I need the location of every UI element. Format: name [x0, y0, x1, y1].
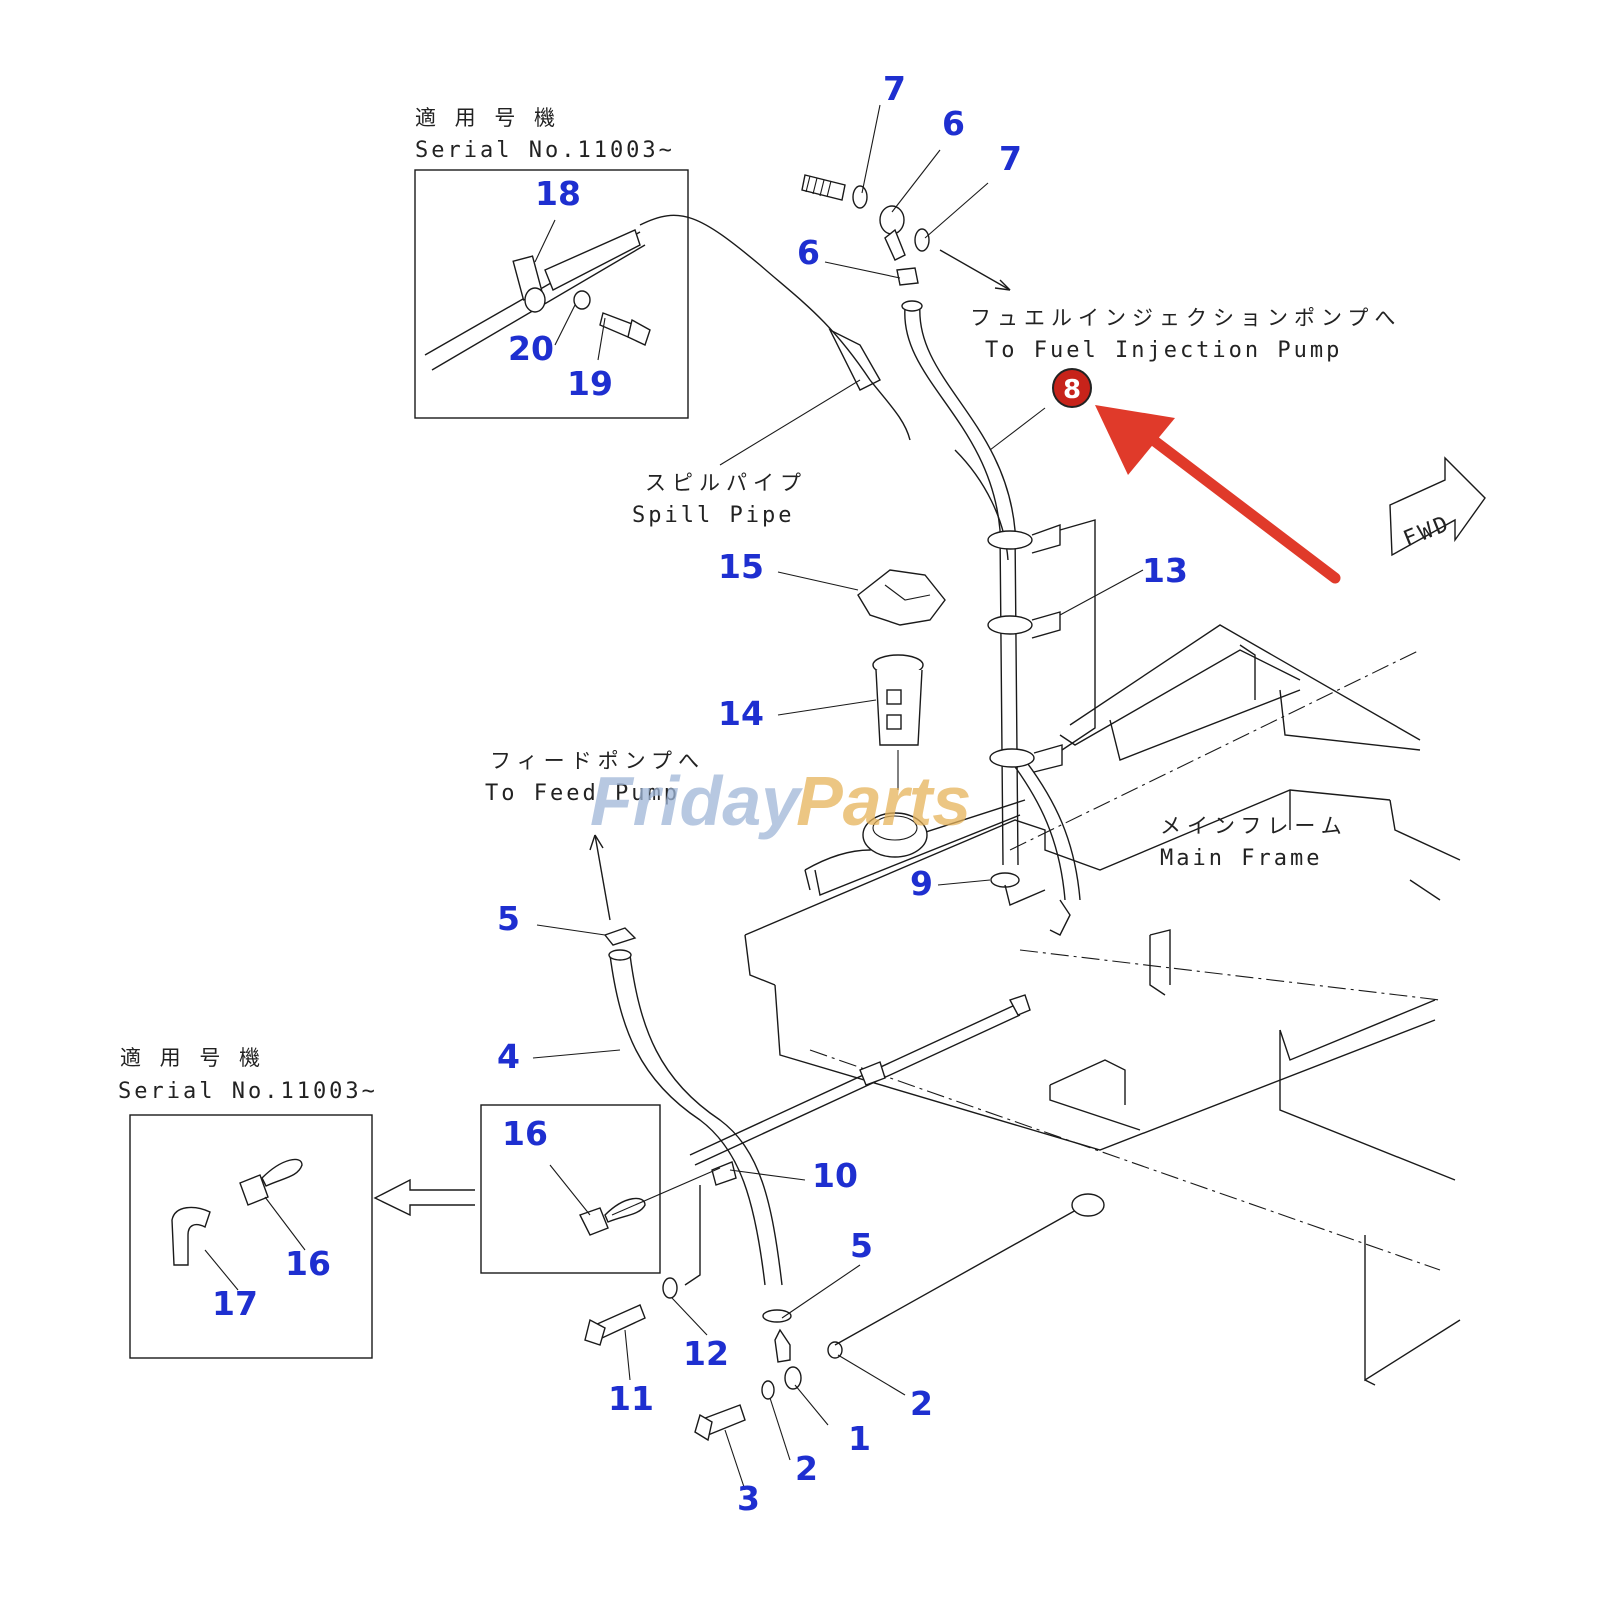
- callout-11: 11: [608, 1379, 654, 1418]
- fuel-pump-jp: フュエルインジェクションポンプへ: [970, 306, 1401, 330]
- callout-16: 16: [502, 1114, 548, 1153]
- callout-19: 19: [567, 364, 613, 403]
- callout-18: 18: [535, 174, 581, 213]
- fuel-pump-fittings: [801, 174, 1011, 291]
- main-frame-jp: メインフレーム: [1160, 814, 1348, 838]
- highlight-label: 8: [1063, 375, 1081, 405]
- drain-line: [584, 994, 1105, 1346]
- fuel-tank-drawing: [804, 799, 1026, 891]
- watermark-part2: Parts: [796, 762, 971, 840]
- callout-7: 7: [883, 69, 906, 108]
- injection-pipes: [901, 300, 1096, 936]
- main-frame-en: Main Frame: [1160, 846, 1322, 871]
- text-labels: 適 用 号 機 Serial No.11003~ フュエルインジェクションポンプ…: [118, 106, 1401, 1104]
- watermark-text: FridayParts: [590, 762, 971, 840]
- serial-title-left: 適 用 号 機: [120, 1046, 266, 1070]
- callout-5: 5: [850, 1226, 873, 1265]
- spill-pipe-en: Spill Pipe: [632, 503, 794, 528]
- callout-5: 5: [497, 899, 520, 938]
- callout-14: 14: [718, 694, 764, 733]
- callout-2: 2: [910, 1384, 933, 1423]
- highlight-badge[interactable]: [1052, 368, 1092, 408]
- callout-12: 12: [683, 1334, 729, 1373]
- callout-numbers: 7 6 7 6 18 20 19 15 13 14 9 5 4 16 10 5 …: [212, 69, 1188, 1518]
- spill-pipe-jp: スピルパイプ: [645, 471, 807, 495]
- callout-6: 6: [942, 104, 965, 143]
- callout-4: 4: [497, 1037, 520, 1076]
- watermark-part1: Friday: [590, 762, 803, 840]
- callout-2: 2: [795, 1449, 818, 1488]
- inset-valve: [480, 1104, 661, 1274]
- callout-20: 20: [508, 329, 554, 368]
- fwd-arrow: FWD: [1389, 456, 1486, 557]
- serial-no-top: Serial No.11003~: [415, 138, 675, 163]
- serial-title-top: 適 用 号 機: [415, 106, 561, 130]
- fwd-label: FWD: [1400, 511, 1455, 552]
- highlight-marker[interactable]: 8: [1052, 368, 1341, 584]
- feed-pump-en: To Feed Pump: [485, 781, 680, 806]
- main-frame-drawing: [744, 624, 1461, 1386]
- callout-9: 9: [910, 864, 933, 903]
- serial-no-left: Serial No.11003~: [118, 1079, 378, 1104]
- callout-10: 10: [812, 1156, 858, 1195]
- callout-6: 6: [797, 233, 820, 272]
- feed-pump-jp: フィードポンプへ: [490, 749, 705, 773]
- filler-cap-and-strainer: [857, 569, 946, 790]
- callout-15: 15: [718, 547, 764, 586]
- callout-3: 3: [737, 1479, 760, 1518]
- inset-serial-left: [129, 1114, 475, 1359]
- watermark: FridayParts: [590, 762, 971, 840]
- feed-hose: [589, 834, 843, 1442]
- spill-pipe: [639, 214, 911, 441]
- callout-17: 17: [212, 1284, 258, 1323]
- callout-16: 16: [285, 1244, 331, 1283]
- leader-lines: [204, 104, 1144, 1491]
- callout-1: 1: [848, 1419, 871, 1458]
- callout-7: 7: [999, 139, 1022, 178]
- red-arrow-icon: [1095, 405, 1175, 475]
- callout-13: 13: [1142, 551, 1188, 590]
- fuel-pump-en: To Fuel Injection Pump: [985, 338, 1342, 363]
- inset-serial-top: [414, 169, 689, 419]
